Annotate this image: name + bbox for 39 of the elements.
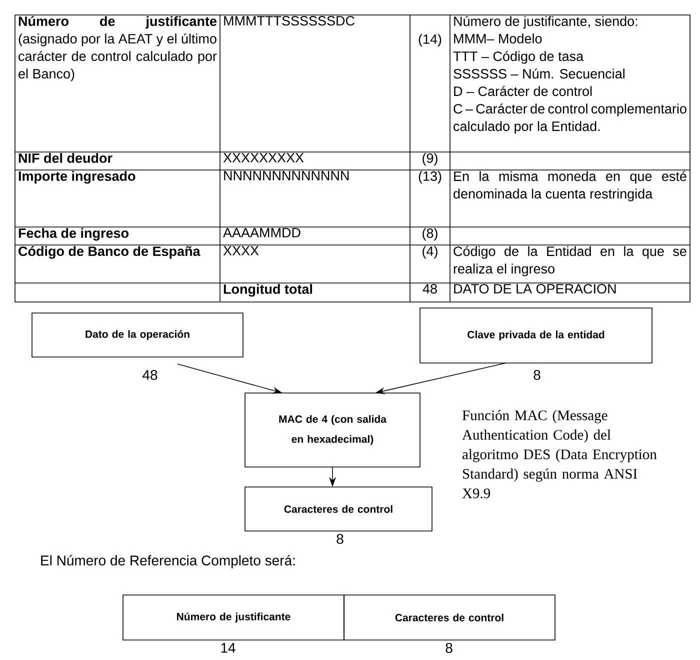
number-label: 48 <box>142 370 158 380</box>
table-cell: DATO DE LA OPERACION <box>454 284 616 294</box>
table-cell: Número de justificante, siendo: <box>454 16 638 29</box>
table-cell: 48 <box>422 284 437 294</box>
table-cell: MMMTTTSSSSSSDC <box>224 16 354 26</box>
table-cell: Longitud total <box>224 284 312 297</box>
table-cell: SSSSSS – Núm. Secuencial <box>454 68 624 79</box>
number-label: 8 <box>534 370 540 380</box>
process-box: MAC de 4 (con salida en hexadecimal) <box>244 392 420 468</box>
table-cell: XXXXXXXXX <box>223 153 304 162</box>
table-cell: C – Carácter de control complementario calculado por la Entidad. <box>454 104 686 134</box>
table-cell: Fecha de ingreso <box>18 228 128 241</box>
table-cell: AAAAMMDD <box>223 228 300 238</box>
table-cell: (13) <box>418 171 442 184</box>
caption-text: El Número de Referencia Completo será: <box>41 555 295 568</box>
table-cell: TTT – Código de tasa <box>453 51 584 64</box>
table-cell: NIF del deudor <box>18 153 112 163</box>
table-cell: En la misma moneda en que esté denominada la cuenta restringida <box>454 171 686 202</box>
table-cell: (14) <box>418 34 442 47</box>
number-label: 8 <box>446 643 452 653</box>
note-text: Función MAC (Message Authentication Code) del algoritmo DES (Data Encryption Standard) según norma ANSI X9.9 <box>462 410 657 498</box>
number-label: 8 <box>336 534 344 544</box>
process-box: Clave privada de la entidad <box>420 308 652 364</box>
table-cell: (9) <box>422 153 438 166</box>
table-cell: Código de la Entidad en la que se realiza el ingreso <box>454 246 686 276</box>
process-box: Dato de la operación <box>32 312 244 358</box>
process-box: Caracteres de control <box>244 486 432 532</box>
table-cell: Código de Banco de España <box>18 246 200 259</box>
table-cell: NNNNNNNNNNNNN <box>224 171 349 180</box>
field-box: Número de justificante <box>122 594 344 640</box>
table-cell: XXXX <box>223 246 259 256</box>
table-cell: D – Carácter de control <box>454 86 592 96</box>
table-cell: Importe ingresado <box>18 171 136 184</box>
table-cell: (8) <box>422 228 438 241</box>
table-cell: MMM– Modelo <box>454 34 542 44</box>
field-box: Caracteres de control <box>344 594 556 640</box>
table-cell: (4) <box>422 246 438 259</box>
number-label: 14 <box>221 643 236 653</box>
table-cell: Número de justificante (asignado por la AEAT y el último carácter de control calculado por el Banco) <box>18 16 217 82</box>
